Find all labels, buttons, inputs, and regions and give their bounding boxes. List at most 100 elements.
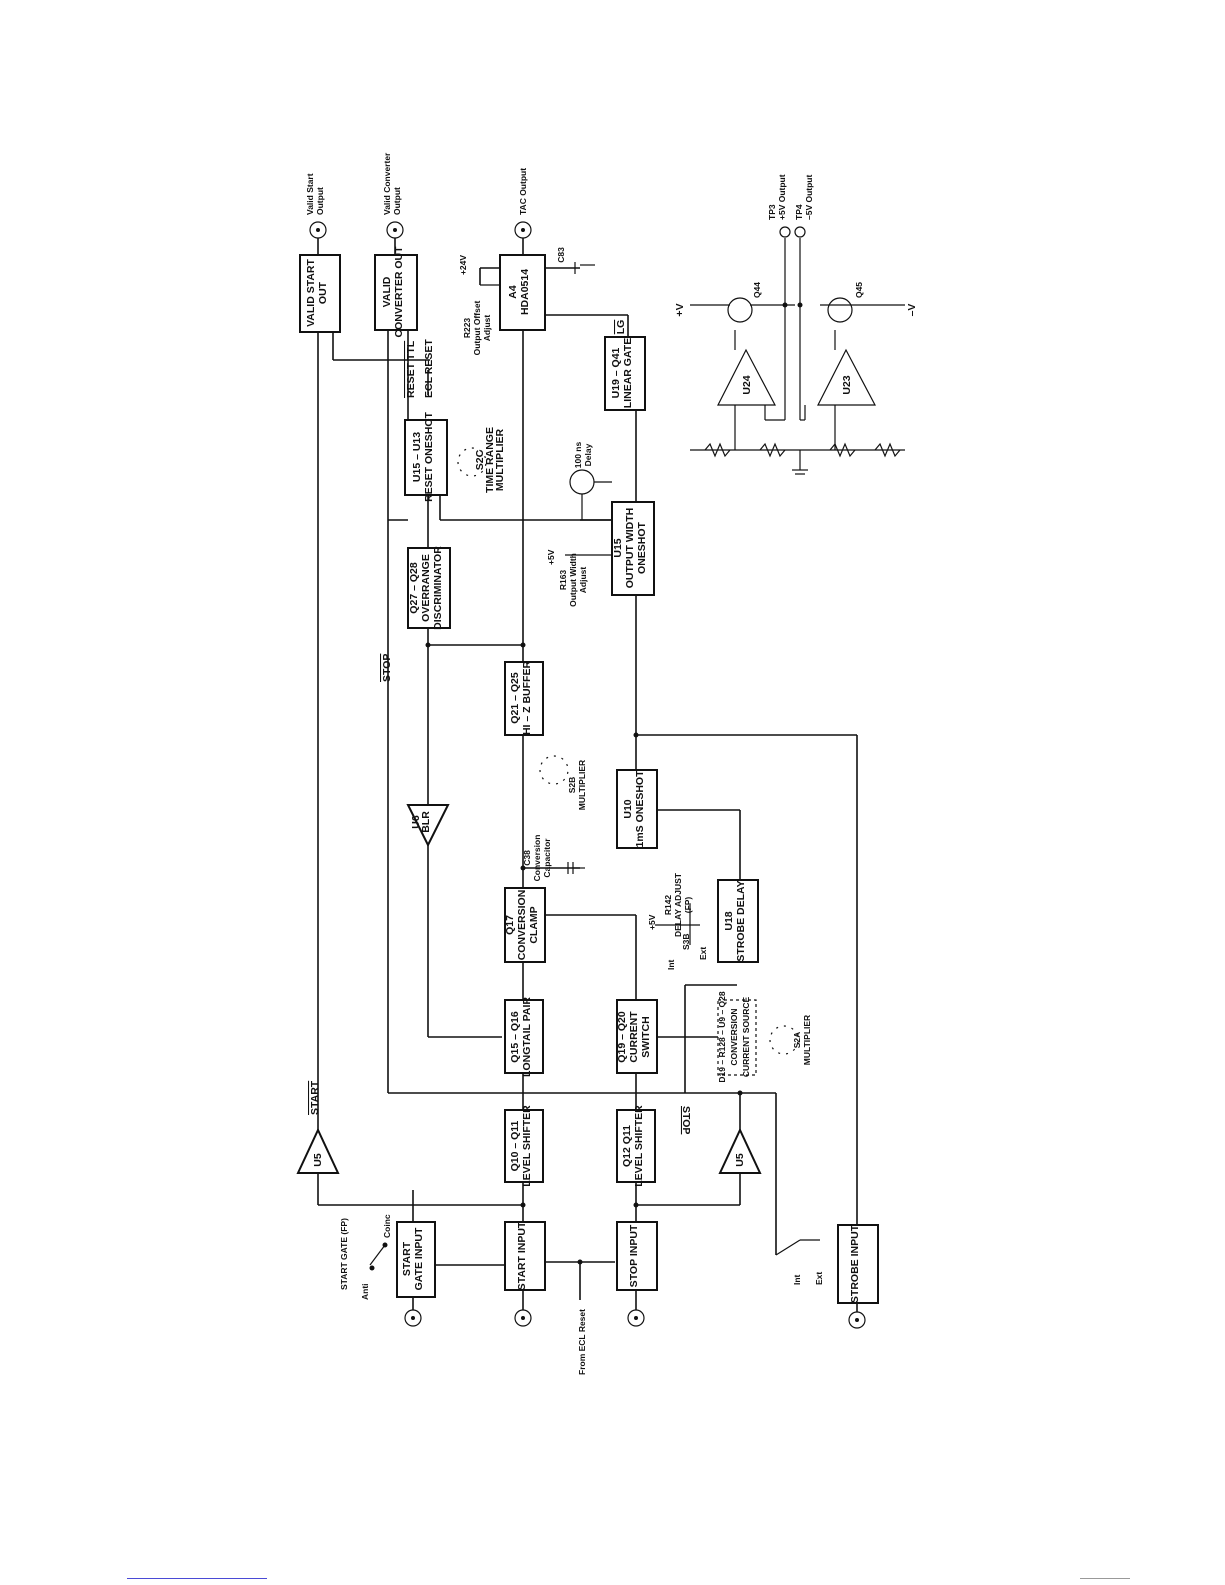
hiz-buffer-label: Q21 – Q25HI – Z BUFFER: [509, 661, 533, 736]
hda-label: A4HDA0514: [507, 269, 531, 315]
amplifiers: [296, 348, 876, 1174]
lg-label: LG: [615, 320, 627, 335]
start-input-block: [504, 1221, 546, 1291]
valid-start-connector: [309, 221, 327, 239]
reset-oneshot-block: [404, 419, 448, 496]
conversion-clamp-label: Q17CONVERSIONCLAMP: [504, 890, 540, 961]
linear-gate-block: [604, 336, 646, 411]
overrange-disc-block: [407, 547, 451, 629]
tp4-label: TP4–5V Output: [794, 174, 814, 220]
block-labels: STARTGATE INPUT START INPUT STOP INPUT S…: [305, 246, 861, 1303]
u5-stop-amp: [718, 1127, 762, 1174]
reset-oneshot-label: U15 – U13RESET ONESHOT: [411, 411, 435, 501]
strobe-delay-label: U18STROBE DELAY: [723, 880, 747, 961]
footer-rule-right: [1080, 1578, 1130, 1579]
q45-transistor: [827, 297, 853, 323]
ext-label: Ext: [814, 1272, 824, 1285]
plus5v-b-label: +5V: [546, 549, 556, 565]
transistors: [569, 297, 853, 520]
coinc-label: Coinc: [382, 1214, 392, 1238]
output-width-label: U15OUTPUT WIDTHONESHOT: [612, 508, 648, 589]
plus5v-a-label: +5V: [647, 914, 657, 930]
blocks: [299, 254, 879, 1304]
valid-converter-output-label: Valid ConverterOutput: [382, 152, 402, 215]
from-ecl-reset-label: From ECL Reset: [577, 1309, 587, 1375]
stop-input-block: [616, 1221, 658, 1291]
longtail-pair-label: Q15 – Q16LONGTAIL PAIR: [509, 997, 533, 1077]
annotations: START GATE (FP) Anti Coinc From ECL Rese…: [305, 152, 918, 1375]
start-gate-input-label: STARTGATE INPUT: [401, 1227, 425, 1290]
ecl-reset-label: ECL RESET: [423, 339, 435, 398]
ext2-label: Ext: [698, 947, 708, 960]
u24-amp: [717, 348, 776, 406]
oneshot-1ms-block: [616, 769, 658, 849]
c38-label: C38ConversionCapacitor: [522, 835, 552, 882]
tac-output-connector: [514, 221, 532, 239]
valid-converter-block: [374, 254, 418, 331]
u5-stop-label: U5: [734, 1153, 746, 1167]
start-connector: [514, 1309, 532, 1327]
hda-block: [499, 254, 546, 331]
valid-start-label: VALID STARTOUT: [305, 258, 329, 326]
int2-label: Int: [666, 959, 676, 970]
c83-label: C83: [556, 247, 566, 263]
tp4-connector: [794, 226, 806, 238]
start-gate-connector: [404, 1309, 422, 1327]
strobe-connector: [848, 1311, 866, 1329]
connectors: [309, 221, 866, 1329]
q44-transistor: [727, 297, 753, 323]
level-shifter-2-block: [616, 1109, 656, 1183]
anti-label: Anti: [360, 1283, 370, 1300]
level-shifter-1-label: Q10 – Q11LEVEL SHIFTER: [509, 1105, 533, 1187]
stop-bar-label-a: STOP: [381, 654, 393, 682]
level-shifter-1-block: [504, 1109, 544, 1183]
u23-label: U23: [841, 375, 853, 394]
start-gate-fp-label: START GATE (FP): [339, 1218, 349, 1290]
level-shifter-2-label: Q12 Q11LEVEL SHIFTER: [621, 1105, 645, 1187]
current-source-block: [717, 999, 757, 1076]
delay100-label: 100 nsDelay: [573, 441, 593, 468]
delay-transistor: [569, 469, 595, 495]
u6-blr-amp: [406, 804, 450, 848]
valid-start-output-label: Valid StartOutput: [305, 173, 325, 215]
strobe-input-block: [837, 1224, 879, 1304]
tp3-label: TP3+5V Output: [767, 174, 787, 220]
u5-start-amp: [296, 1127, 340, 1174]
reset-ttl-label: RESET TTL: [405, 340, 417, 398]
stop-bar-label-b: STOP: [680, 1106, 692, 1134]
footer-rule-left: [127, 1578, 267, 1579]
r163-label: R163Output WidthAdjust: [558, 553, 588, 607]
int-label: Int: [792, 1274, 802, 1285]
output-width-block: [611, 501, 655, 596]
current-switch-label: Q19 – Q20CURRENTSWITCH: [616, 1011, 652, 1063]
oneshot-1ms-label: U101mS ONESHOT: [622, 770, 646, 848]
r223-label: R223Output OffsetAdjust: [462, 300, 492, 355]
current-switch-block: [616, 999, 658, 1074]
overrange-disc-label: Q27 – Q28OVERRANGEDISCRIMINATOR: [408, 546, 444, 630]
s2b-label: S2BMULTIPLIER: [567, 760, 587, 810]
stop-input-label: STOP INPUT: [628, 1224, 640, 1287]
strobe-input-label: STROBE INPUT: [849, 1224, 861, 1303]
valid-start-block: [299, 254, 341, 333]
tp3-connector: [779, 226, 791, 238]
s2c-label: S2CTIME RANGEMULTIPLIER: [474, 427, 506, 493]
u24-label: U24: [741, 375, 753, 394]
tac-output-label: TAC Output: [518, 168, 528, 215]
q44-label: Q44: [752, 282, 762, 298]
valid-converter-connector: [386, 221, 404, 239]
linear-gate-label: U19 – Q41LINEAR GATE: [610, 338, 634, 408]
q45-label: Q45: [854, 282, 864, 298]
plus24v-label: +24V: [458, 255, 468, 275]
u23-amp: [817, 348, 876, 406]
conversion-clamp-block: [504, 887, 546, 963]
u5-start-label: U5: [312, 1153, 324, 1167]
start-bar-label: START: [309, 1080, 321, 1115]
start-gate-input-block: [396, 1221, 436, 1298]
longtail-pair-block: [504, 999, 544, 1074]
wires: [317, 238, 905, 1312]
start-input-label: START INPUT: [516, 1221, 528, 1290]
s3b-label: S3B: [681, 933, 691, 950]
stop-connector: [627, 1309, 645, 1327]
